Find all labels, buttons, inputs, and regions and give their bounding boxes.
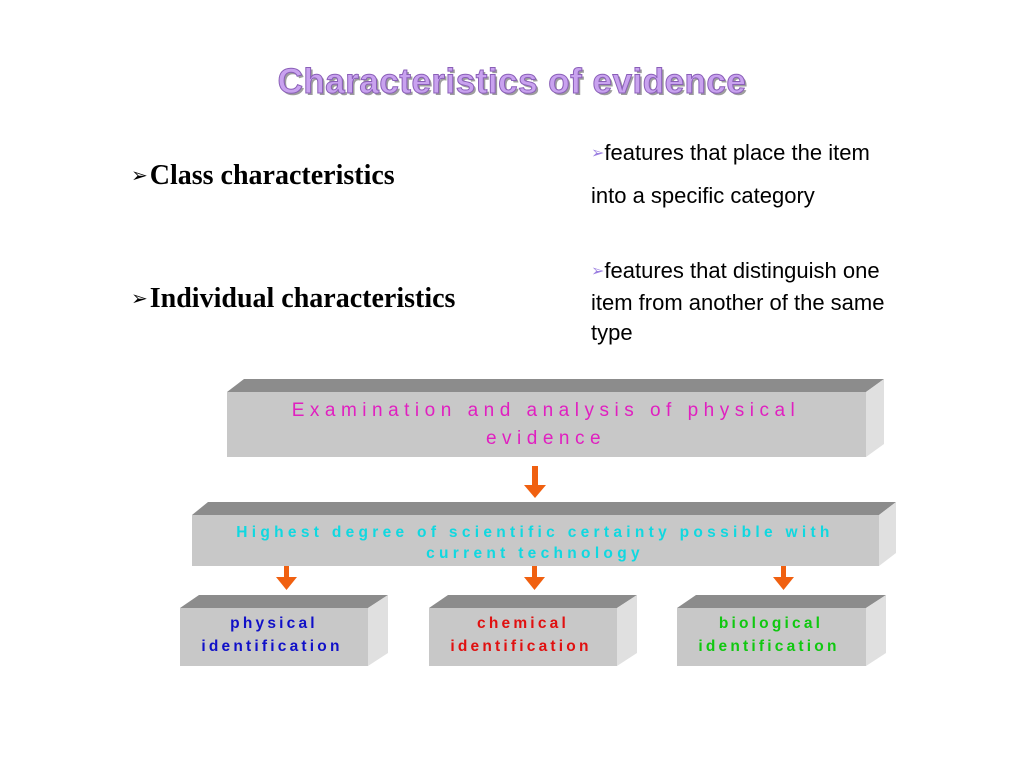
bullet-label: Class characteristics xyxy=(149,160,395,191)
box-front-face xyxy=(429,608,617,666)
description-line: features that distinguish one xyxy=(604,258,880,283)
bullet-label: Individual characteristics xyxy=(149,283,456,314)
bullet-arrow-icon: ➢ xyxy=(131,286,148,310)
description-line: into a specific category xyxy=(591,183,815,208)
bottom-box-line2: identification xyxy=(450,638,591,655)
description-line: type xyxy=(591,320,633,345)
box-top-face xyxy=(227,379,884,392)
bullet-individual-characteristics: ➢Individual characteristics xyxy=(131,283,455,315)
top-box: Examination and analysis of physical evi… xyxy=(227,379,884,457)
class-description: ➢features that place the item into a spe… xyxy=(591,132,870,216)
arrow-down-icon xyxy=(773,566,794,590)
box-side-face xyxy=(617,595,637,666)
top-box-line2: evidence xyxy=(486,428,606,449)
description-line: features that place the item xyxy=(604,140,870,165)
individual-description: ➢features that distinguish one item from… xyxy=(591,256,884,348)
bottom-box-line2: identification xyxy=(201,638,342,655)
box-front-face xyxy=(192,515,879,566)
box-side-face xyxy=(866,379,884,457)
box-front-face xyxy=(677,608,866,666)
arrow-down-icon xyxy=(524,566,545,590)
box-front-face xyxy=(227,392,866,457)
arrow-down-icon xyxy=(276,566,297,590)
bullet-arrow-icon: ➢ xyxy=(131,163,148,187)
box-top-face xyxy=(180,595,388,608)
slide-title: Characteristics of evidence xyxy=(277,62,747,102)
box-side-face xyxy=(879,502,896,566)
bottom-box-line1: chemical xyxy=(477,615,569,632)
biological-identification-box: biological identification xyxy=(677,595,886,666)
box-side-face xyxy=(368,595,388,666)
description-line: item from another of the same xyxy=(591,290,885,315)
bullet-class-characteristics: ➢Class characteristics xyxy=(131,160,395,192)
box-top-face xyxy=(192,502,896,515)
box-front-face xyxy=(180,608,368,666)
physical-identification-box: physical identification xyxy=(180,595,388,666)
bullet-arrow-icon: ➢ xyxy=(591,143,605,162)
bottom-box-line1: physical xyxy=(230,615,318,632)
bullet-arrow-icon: ➢ xyxy=(591,261,605,280)
top-box-line1: Examination and analysis of physical xyxy=(292,400,801,421)
arrow-down-icon xyxy=(524,466,546,498)
bottom-box-line2: identification xyxy=(698,638,839,655)
box-top-face xyxy=(429,595,637,608)
middle-box-line1: Highest degree of scientific certainty p… xyxy=(236,524,833,541)
chemical-identification-box: chemical identification xyxy=(429,595,637,666)
box-side-face xyxy=(866,595,886,666)
bottom-box-line1: biological xyxy=(719,615,823,632)
box-top-face xyxy=(677,595,886,608)
middle-box-line2: current technology xyxy=(426,545,644,562)
middle-box: Highest degree of scientific certainty p… xyxy=(192,502,896,566)
